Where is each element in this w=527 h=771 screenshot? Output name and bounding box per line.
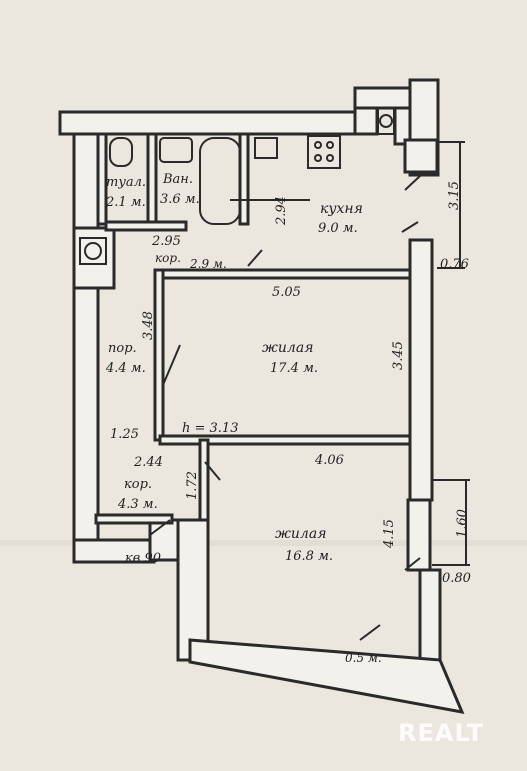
- kitchen-name: кухня: [320, 201, 363, 217]
- apartment-label: кв 90: [125, 551, 161, 566]
- bath-area: 3.6 м.: [160, 192, 200, 207]
- hall-name: пор.: [108, 341, 137, 356]
- living2-name: жилая: [275, 526, 326, 542]
- toilet-icon: [109, 137, 133, 167]
- hall-area: 4.4 м.: [105, 361, 146, 376]
- chimney-icon: [377, 107, 395, 135]
- bath-name: Ван.: [162, 172, 193, 187]
- living2-area: 16.8 м.: [285, 549, 333, 564]
- living1-name: жилая: [262, 340, 313, 356]
- dim-348: 3.48: [141, 311, 156, 340]
- dim-415: 4.15: [382, 519, 397, 549]
- kitchen-area: 9.0 м.: [318, 221, 358, 236]
- dim-505: 5.05: [272, 285, 301, 300]
- corridor-area: 4.3 м.: [117, 497, 158, 512]
- toilet-area: 2.1 м.: [105, 195, 146, 210]
- ventilation-shaft-icon: [79, 237, 107, 265]
- fixtures: [79, 107, 395, 265]
- dim-315: 3.15: [447, 181, 462, 210]
- dim-345: 3.45: [391, 341, 406, 370]
- dim-294: 2.94: [274, 196, 289, 226]
- dimension-labels: 2.95 2.94 3.15 0.76 5.05 3.48 3.45 1.25 …: [110, 181, 471, 586]
- dim-080: 0.80: [442, 571, 471, 586]
- dim-125: 1.25: [110, 427, 139, 442]
- washbasin-icon: [254, 137, 278, 159]
- dim-160: 1.60: [455, 509, 470, 538]
- dim-244: 2.44: [133, 455, 163, 470]
- realt-watermark: REALT: [398, 719, 484, 747]
- balcony-area: 0.5 м.: [345, 651, 382, 665]
- interior-walls: [94, 132, 412, 525]
- corridor-top-name: кор.: [155, 251, 181, 265]
- corridor-top-area: 2.9 м.: [189, 257, 227, 271]
- ceiling-height: h = 3.13: [182, 421, 238, 436]
- paper-fold: [0, 540, 527, 546]
- sink-icon: [159, 137, 193, 163]
- dim-076: 0.76: [440, 257, 469, 272]
- dimension-lines: [230, 141, 470, 566]
- dim-295: 2.95: [151, 234, 181, 249]
- toilet-name: туал.: [106, 175, 146, 190]
- living1-area: 17.4 м.: [270, 361, 318, 376]
- corridor-name: кор.: [124, 477, 152, 492]
- dim-172: 1.72: [185, 471, 200, 500]
- bathtub-icon: [199, 137, 241, 225]
- stove-icon: [307, 135, 341, 169]
- dim-406: 4.06: [314, 453, 344, 468]
- door-swings: [149, 175, 421, 641]
- room-labels: туал. 2.1 м. Ван. 3.6 м. кухня 9.0 м. ко…: [105, 172, 382, 665]
